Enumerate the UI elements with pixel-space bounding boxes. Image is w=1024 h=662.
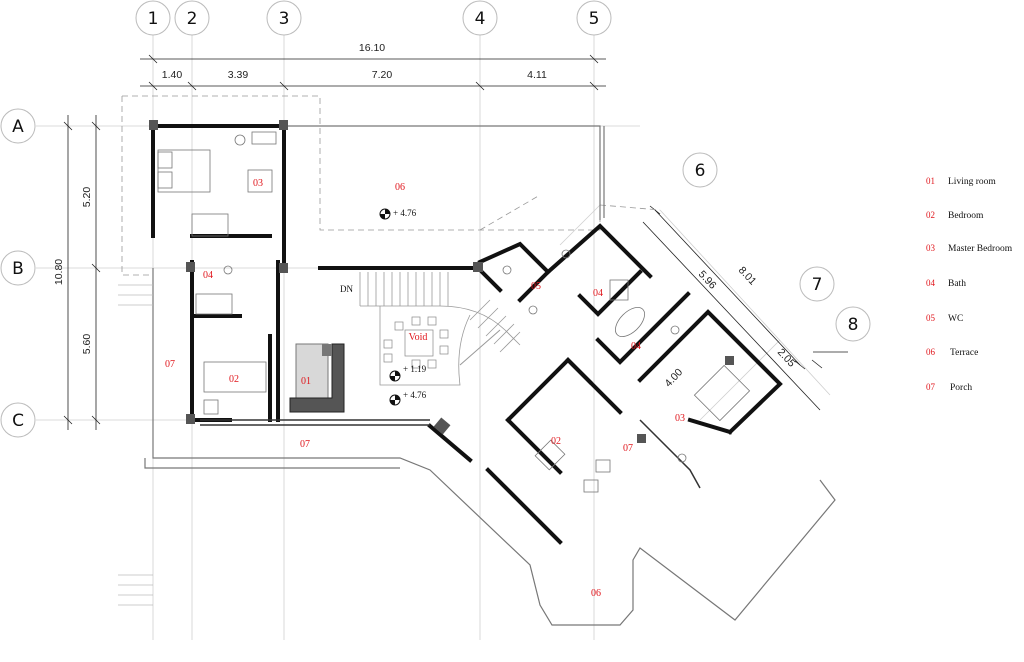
grid-bubble-5: 5 bbox=[576, 0, 612, 36]
svg-text:6: 6 bbox=[695, 161, 706, 181]
grid-bubble-2: 2 bbox=[174, 0, 210, 36]
svg-text:A: A bbox=[12, 117, 24, 137]
room-label-master-right: 03 bbox=[675, 413, 685, 424]
level-marker-void-low: + 1.19 bbox=[389, 364, 427, 382]
outer-outline bbox=[144, 125, 836, 626]
legend-item-porch: 07 Porch bbox=[926, 382, 972, 393]
furniture bbox=[157, 131, 751, 493]
grid-bubble-8: 8 bbox=[835, 306, 871, 342]
room-label-bed-left: 02 bbox=[229, 374, 239, 385]
legend-item-wc: 05 WC bbox=[926, 313, 963, 324]
room-label-bed-right: 02 bbox=[551, 436, 561, 447]
legend-item-bedroom: 02 Bedroom bbox=[926, 210, 984, 221]
legend-item-master: 03 Master Bedroom bbox=[926, 243, 1013, 254]
svg-text:+ 4.76: + 4.76 bbox=[403, 390, 427, 400]
svg-text:+ 1.19: + 1.19 bbox=[403, 364, 427, 374]
svg-text:05: 05 bbox=[926, 313, 936, 323]
dimension-lines bbox=[63, 54, 848, 430]
level-marker-terrace: + 4.76 bbox=[379, 208, 417, 220]
dim-row-2: 5.60 bbox=[81, 334, 93, 355]
room-label-terrace-top: 06 bbox=[395, 182, 405, 193]
grid-bubble-3: 3 bbox=[266, 0, 302, 36]
left-steps bbox=[118, 284, 153, 606]
grid-bubble-6: 6 bbox=[682, 152, 718, 188]
room-label-porch-right: 07 bbox=[623, 443, 633, 454]
svg-text:4: 4 bbox=[475, 9, 486, 29]
svg-text:Terrace: Terrace bbox=[950, 348, 978, 358]
grid-bubble-B: B bbox=[0, 250, 36, 286]
room-label-wc: 05 bbox=[531, 281, 541, 292]
svg-text:04: 04 bbox=[926, 278, 936, 288]
dim-bay-1: 1.40 bbox=[162, 69, 183, 81]
grid-bubble-4: 4 bbox=[462, 0, 498, 36]
legend-item-terrace: 06 Terrace bbox=[926, 347, 978, 358]
dim-overall-height: 10.80 bbox=[53, 259, 65, 285]
columns bbox=[149, 120, 734, 443]
dim-angled-1: 5.96 bbox=[696, 268, 719, 291]
svg-text:Living room: Living room bbox=[948, 177, 996, 187]
svg-text:5: 5 bbox=[589, 9, 600, 29]
svg-text:06: 06 bbox=[926, 347, 936, 357]
room-label-porch-left: 07 bbox=[165, 359, 175, 370]
living-furniture bbox=[289, 343, 345, 413]
grid-bubble-7: 7 bbox=[799, 266, 835, 302]
room-label-bath-right-mid: 04 bbox=[631, 341, 641, 352]
level-marker-living: + 4.76 bbox=[389, 390, 427, 406]
grid-bubble-C: C bbox=[0, 402, 36, 438]
svg-text:Bedroom: Bedroom bbox=[948, 211, 984, 221]
legend: 01 Living room 02 Bedroom 03 Master Bedroom… bbox=[926, 176, 1013, 393]
svg-text:+ 4.76: + 4.76 bbox=[393, 208, 417, 218]
svg-text:WC: WC bbox=[948, 314, 963, 324]
svg-text:Porch: Porch bbox=[950, 383, 972, 393]
room-label-master-left: 03 bbox=[253, 178, 263, 189]
dim-inner: 4.00 bbox=[662, 366, 685, 389]
svg-text:07: 07 bbox=[926, 382, 936, 392]
stair-label: DN bbox=[340, 284, 353, 294]
legend-item-living: 01 Living room bbox=[926, 176, 996, 187]
svg-text:8: 8 bbox=[848, 315, 859, 335]
svg-text:B: B bbox=[12, 259, 24, 279]
room-label-bath-right-top: 04 bbox=[593, 288, 603, 299]
svg-text:01: 01 bbox=[926, 176, 935, 186]
svg-text:3: 3 bbox=[279, 9, 290, 29]
dim-angled-overall: 8.01 bbox=[736, 264, 759, 287]
svg-text:03: 03 bbox=[926, 243, 936, 253]
room-label-porch-bottom: 07 bbox=[300, 439, 310, 450]
dim-overall-width: 16.10 bbox=[359, 42, 385, 54]
room-label-terrace-bottom: 06 bbox=[591, 588, 601, 599]
thin-walls bbox=[200, 419, 701, 489]
room-label-void: Void bbox=[409, 332, 428, 343]
svg-text:Bath: Bath bbox=[948, 279, 966, 289]
dim-bay-2: 3.39 bbox=[228, 69, 249, 81]
svg-text:02: 02 bbox=[926, 210, 935, 220]
grid-bubbles: 1 2 3 4 5 A B C 6 7 8 bbox=[0, 0, 871, 438]
stair bbox=[359, 272, 521, 386]
dim-bay-4: 4.11 bbox=[527, 69, 547, 81]
svg-text:2: 2 bbox=[187, 9, 198, 29]
svg-text:7: 7 bbox=[812, 275, 823, 295]
room-label-bath-left: 04 bbox=[203, 270, 213, 281]
room-label-living: 01 bbox=[301, 376, 311, 387]
svg-text:C: C bbox=[12, 411, 24, 431]
level-markers: + 4.76 + 1.19 + 4.76 bbox=[379, 208, 427, 406]
room-labels: 06 03 04 07 02 01 07 Void DN 05 04 04 03… bbox=[165, 178, 685, 599]
svg-text:Master Bedroom: Master Bedroom bbox=[948, 244, 1013, 254]
svg-text:1: 1 bbox=[148, 9, 159, 29]
grid-bubble-1: 1 bbox=[135, 0, 171, 36]
dim-bay-3: 7.20 bbox=[372, 69, 393, 81]
void-dining bbox=[383, 316, 449, 369]
dim-row-1: 5.20 bbox=[81, 187, 93, 208]
grid-bubble-A: A bbox=[0, 108, 36, 144]
legend-item-bath: 04 Bath bbox=[926, 278, 966, 289]
walls bbox=[151, 124, 783, 545]
terrace-outlines bbox=[121, 95, 661, 276]
